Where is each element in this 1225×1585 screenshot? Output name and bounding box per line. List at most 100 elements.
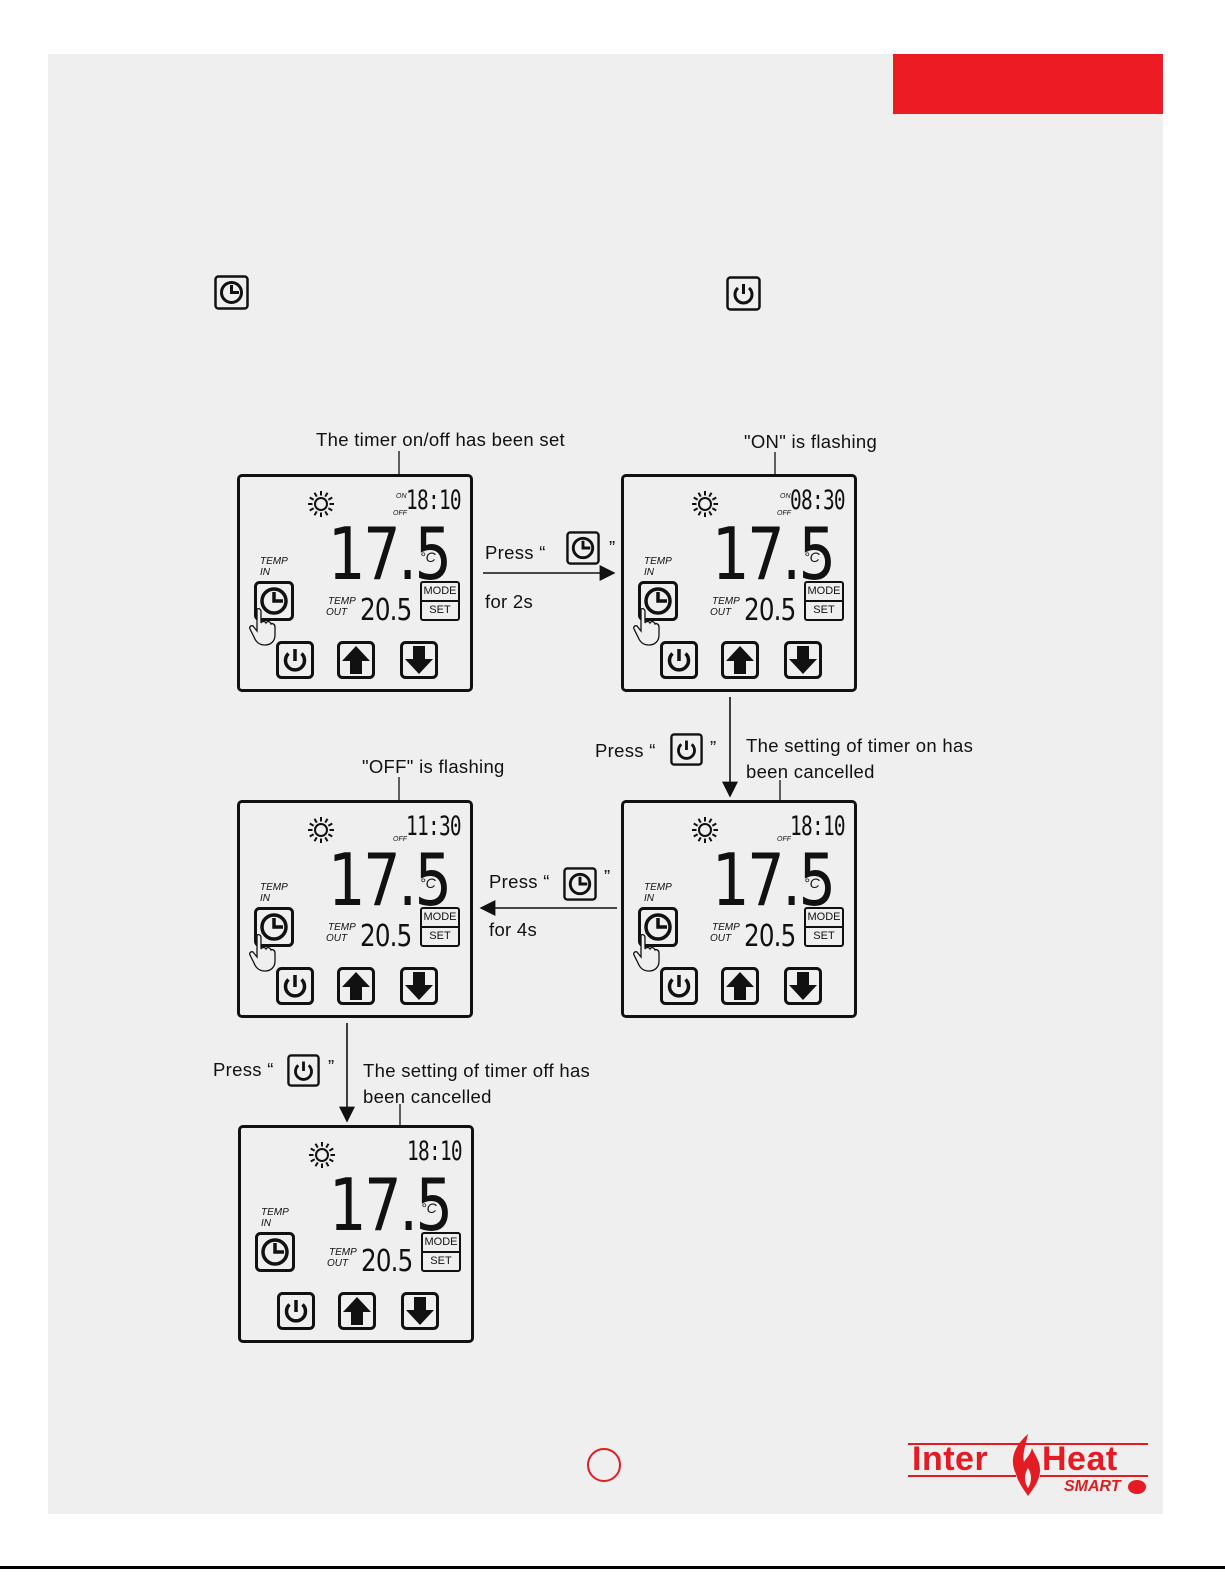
note-timer-off-cancelled: The setting of timer off has been cancel… <box>363 1060 591 1107</box>
temp-out-label-out: OUT <box>326 933 348 944</box>
note-off-flashing: "OFF" is flashing <box>362 756 505 777</box>
note-timer-on-cancelled: The setting of timer on has been cancell… <box>746 735 974 782</box>
down-arrow-button[interactable] <box>400 967 438 1010</box>
header-red-bar <box>893 54 1163 114</box>
set-label: SET <box>429 604 451 616</box>
off-indicator: OFF <box>393 510 407 517</box>
sun-heating-icon <box>306 815 336 850</box>
temp-out-label-temp: TEMP <box>712 922 740 933</box>
temp-in-label-in: IN <box>260 893 270 904</box>
clock-timer-button[interactable] <box>255 1232 295 1277</box>
temp-out-value: 20.5 <box>361 1244 413 1279</box>
step-quote-close: ” <box>710 737 717 758</box>
up-arrow-button[interactable] <box>721 967 759 1010</box>
power-button[interactable] <box>660 641 698 684</box>
clock-icon <box>563 867 597 901</box>
temp-out-value: 20.5 <box>360 593 412 628</box>
temp-unit: °C <box>421 1200 437 1216</box>
step-duration-4s: for 4s <box>489 919 538 940</box>
temp-in-label-temp: TEMP <box>261 1207 289 1218</box>
temp-in-label-temp: TEMP <box>260 556 288 567</box>
clock-display: 11:30 <box>406 811 462 842</box>
page-number-circle <box>587 1448 621 1482</box>
temp-unit: °C <box>804 549 820 565</box>
note-on-flashing: "ON" is flashing <box>744 431 878 452</box>
off-indicator: OFF <box>393 836 407 843</box>
on-indicator: ON <box>780 493 791 500</box>
step-quote-close: ” <box>328 1056 335 1077</box>
temp-out-label-temp: TEMP <box>329 1247 357 1258</box>
logo-word-inter: Inter <box>912 1440 989 1478</box>
clock-timer-button[interactable] <box>254 907 294 952</box>
temp-in-value: 17.5 <box>328 838 452 922</box>
mode-label: MODE <box>806 909 842 928</box>
step-press-label: Press “ <box>485 542 546 563</box>
temp-out-label-out: OUT <box>326 607 348 618</box>
temp-out-label-out: OUT <box>710 933 732 944</box>
pointing-hand-icon <box>632 607 662 652</box>
down-arrow-button[interactable] <box>784 641 822 684</box>
step-quote-close: ” <box>609 537 616 558</box>
up-arrow-button[interactable] <box>338 1292 376 1335</box>
clock-button-icon <box>214 275 249 310</box>
temp-out-label-temp: TEMP <box>712 596 740 607</box>
up-arrow-button[interactable] <box>337 641 375 684</box>
temp-in-value: 17.5 <box>712 512 836 596</box>
mode-label: MODE <box>422 583 458 602</box>
power-button[interactable] <box>660 967 698 1010</box>
power-button[interactable] <box>276 641 314 684</box>
up-arrow-button[interactable] <box>337 967 375 1010</box>
power-button[interactable] <box>276 967 314 1010</box>
temp-out-label-temp: TEMP <box>328 596 356 607</box>
temp-unit: °C <box>420 549 436 565</box>
temp-in-label-in: IN <box>644 567 654 578</box>
mode-label: MODE <box>806 583 842 602</box>
clock-timer-button[interactable] <box>638 907 678 952</box>
down-arrow-button[interactable] <box>401 1292 439 1335</box>
pointing-hand-icon <box>632 933 662 978</box>
mode-set-button[interactable]: MODE SET <box>804 581 844 621</box>
temp-in-label-temp: TEMP <box>644 882 672 893</box>
sun-heating-icon <box>690 489 720 524</box>
mode-set-button[interactable]: MODE SET <box>420 581 460 621</box>
temp-in-value: 17.5 <box>328 512 452 596</box>
clock-icon <box>566 531 600 565</box>
temp-unit: °C <box>420 875 436 891</box>
temp-out-label-temp: TEMP <box>328 922 356 933</box>
up-arrow-button[interactable] <box>721 641 759 684</box>
temp-in-value: 17.5 <box>712 838 836 922</box>
clock-display: 08:30 <box>790 485 846 516</box>
step-quote-close: ” <box>604 866 611 887</box>
step-press-label: Press “ <box>595 740 656 761</box>
sun-heating-icon <box>306 489 336 524</box>
sun-heating-icon <box>307 1140 337 1175</box>
clock-timer-button[interactable] <box>638 581 678 626</box>
power-icon <box>287 1054 320 1087</box>
page-background <box>48 54 1163 1514</box>
temp-in-label-temp: TEMP <box>260 882 288 893</box>
temp-out-value: 20.5 <box>360 919 412 954</box>
down-arrow-button[interactable] <box>400 641 438 684</box>
step-press-label: Press “ <box>489 871 550 892</box>
note-timer-set: The timer on/off has been set <box>316 429 566 450</box>
sun-heating-icon <box>690 815 720 850</box>
step-duration-2s: for 2s <box>485 591 534 612</box>
temp-in-label-temp: TEMP <box>644 556 672 567</box>
temp-unit: °C <box>804 875 820 891</box>
set-label: SET <box>813 604 835 616</box>
clock-display: 18:10 <box>790 811 846 842</box>
down-arrow-button[interactable] <box>784 967 822 1010</box>
power-button[interactable] <box>277 1292 315 1335</box>
on-indicator: ON <box>396 493 407 500</box>
clock-display: 18:10 <box>406 485 462 516</box>
bottom-rule <box>0 1566 1225 1569</box>
clock-timer-button[interactable] <box>254 581 294 626</box>
